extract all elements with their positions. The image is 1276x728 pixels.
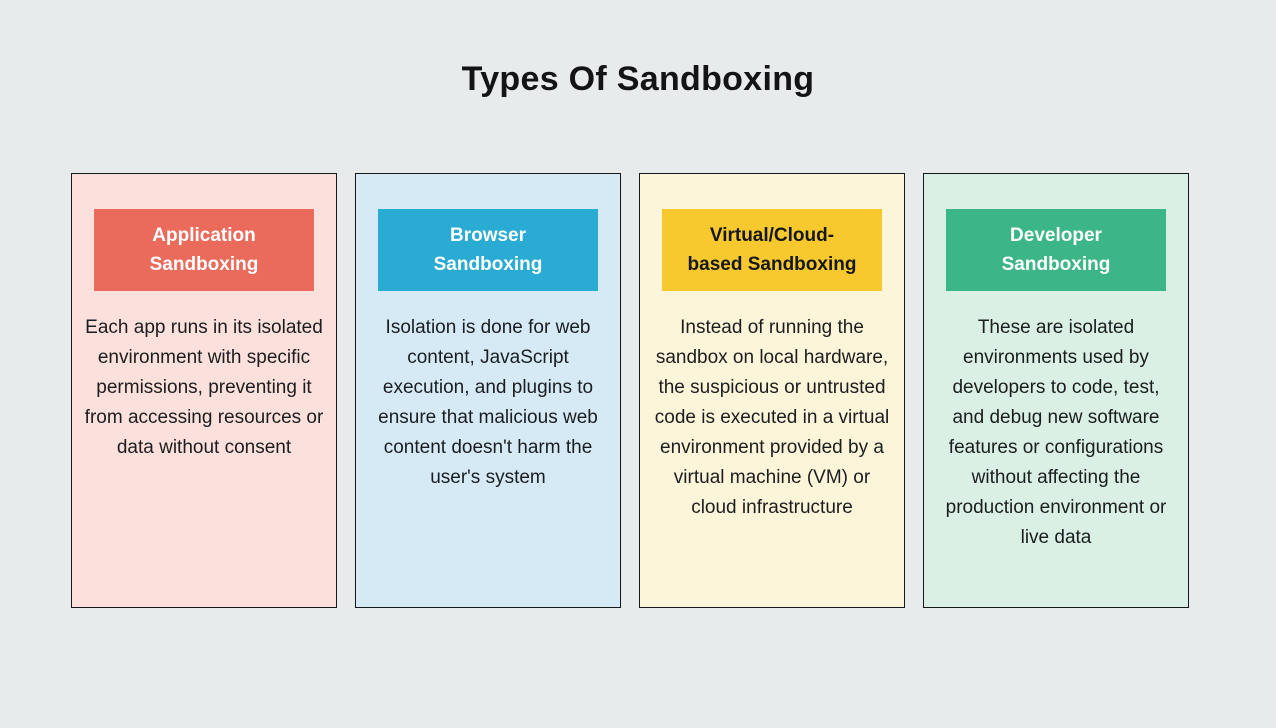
card-description: Isolation is done for web content, JavaS… (378, 317, 598, 488)
card-description: Instead of running the sandbox on local … (654, 317, 890, 518)
card-title: Developer Sandboxing (1001, 225, 1111, 275)
card-title: Virtual/Cloud- based Sandboxing (687, 225, 857, 275)
page-background: { "page": { "title": "Types Of Sandboxin… (0, 57, 1276, 728)
card-virtual-cloud-based-sandboxing: Virtual/Cloud- based Sandboxing Instead … (639, 173, 905, 608)
card-description: Each app runs in its isolated environmen… (84, 317, 324, 458)
card-title: Application Sandboxing (149, 225, 259, 275)
card-title: Browser Sandboxing (433, 225, 543, 275)
cards-row: Application Sandboxing Each app runs in … (71, 173, 1206, 608)
card-browser-sandboxing: Browser Sandboxing Isolation is done for… (355, 173, 621, 608)
card-header-developer-sandboxing: Developer Sandboxing (946, 209, 1166, 291)
card-header-browser-sandboxing: Browser Sandboxing (378, 209, 598, 291)
card-description: These are isolated environments used by … (945, 317, 1167, 548)
card-header-virtual-cloud-based-sandboxing: Virtual/Cloud- based Sandboxing (662, 209, 882, 291)
card-developer-sandboxing: Developer Sandboxing These are isolated … (923, 173, 1189, 608)
page-title: Types Of Sandboxing (461, 60, 815, 98)
card-header-application-sandboxing: Application Sandboxing (94, 209, 314, 291)
card-application-sandboxing: Application Sandboxing Each app runs in … (71, 173, 337, 608)
